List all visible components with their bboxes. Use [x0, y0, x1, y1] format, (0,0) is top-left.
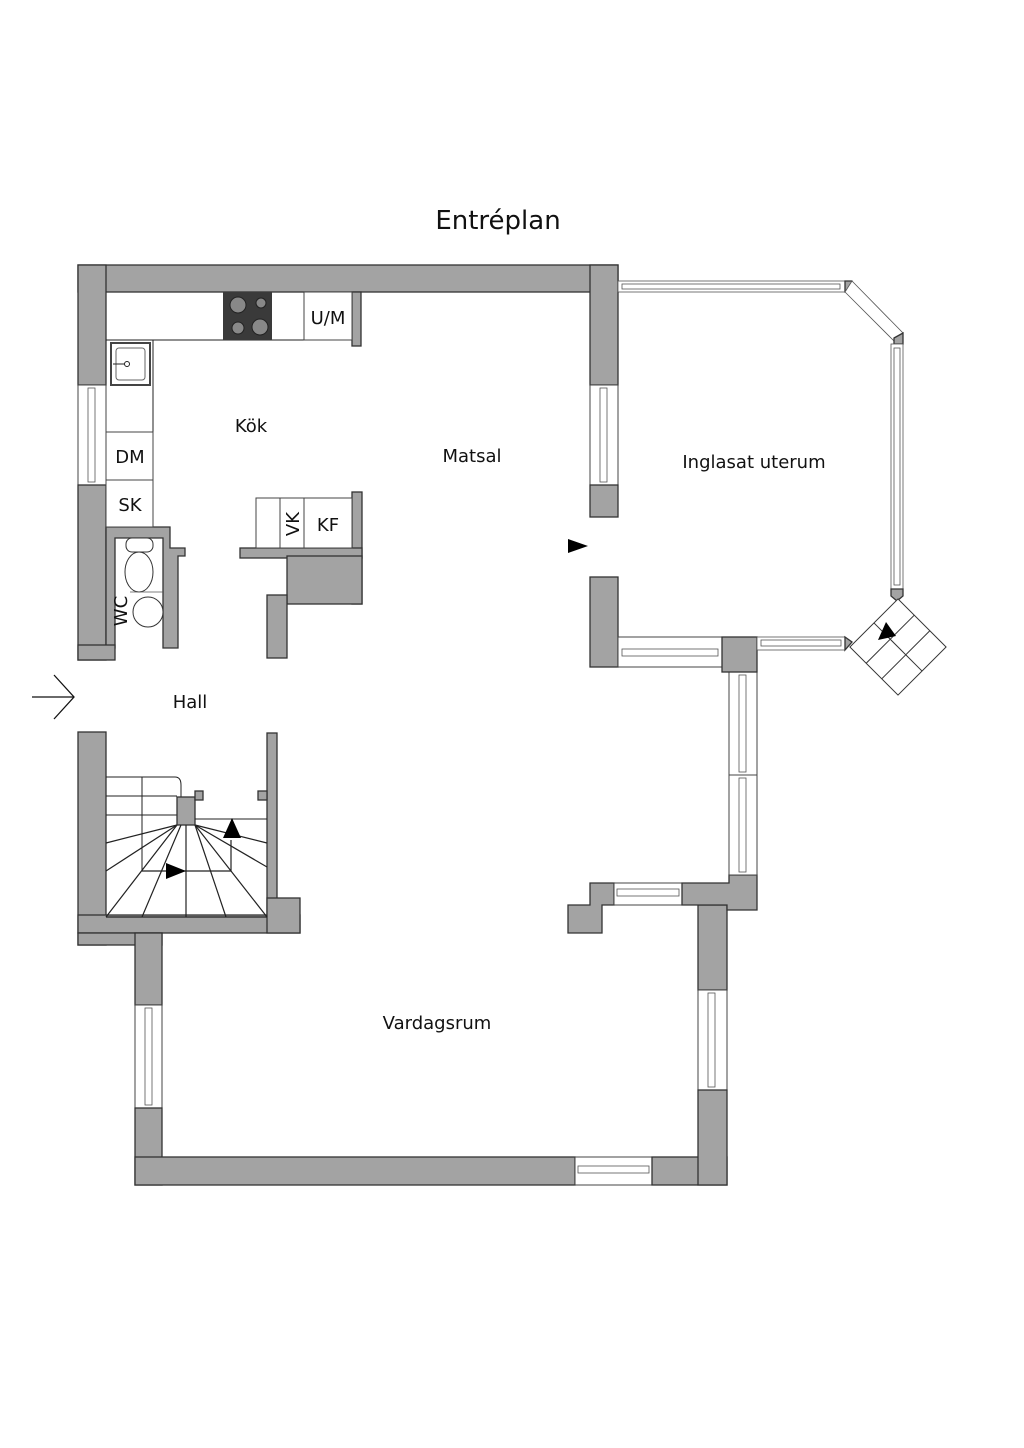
plan-title: Entréplan	[435, 206, 560, 236]
kf-label: KF	[317, 515, 339, 536]
um-box	[303, 291, 353, 341]
room-label-hall: Hall	[173, 692, 208, 713]
room-label-kok: Kök	[235, 416, 268, 437]
room-label-inglasat-uterum: Inglasat uterum	[682, 452, 825, 473]
dm-box	[105, 431, 154, 481]
wc-label: WC	[111, 596, 132, 626]
toilet-icon	[124, 551, 154, 593]
room-label-matsal: Matsal	[442, 446, 501, 467]
sunroom-steps	[849, 598, 947, 696]
um-label: U/M	[311, 308, 346, 329]
dm-label: DM	[115, 447, 144, 468]
sink-icon	[110, 342, 151, 386]
stair-direction-arrow-icon	[223, 818, 241, 838]
step-direction-arrow-icon	[878, 622, 896, 640]
stair-direction-arrow-icon	[166, 863, 186, 879]
door-direction-arrow-icon	[568, 539, 588, 553]
vk-label: VK	[283, 511, 304, 536]
room-label-vardagsrum: Vardagsrum	[383, 1013, 492, 1034]
sk-label: SK	[118, 495, 142, 516]
wc-fixtures: WC	[111, 537, 164, 628]
vk-box	[279, 497, 305, 549]
kitchen-counters: U/M DM SK VK KF	[105, 291, 353, 549]
staircase	[105, 776, 268, 918]
entrance-arrow-icon	[32, 674, 75, 720]
kf-box	[303, 497, 353, 549]
washbasin-icon	[132, 596, 164, 628]
sk-box	[105, 479, 154, 528]
walls	[77, 264, 904, 1186]
